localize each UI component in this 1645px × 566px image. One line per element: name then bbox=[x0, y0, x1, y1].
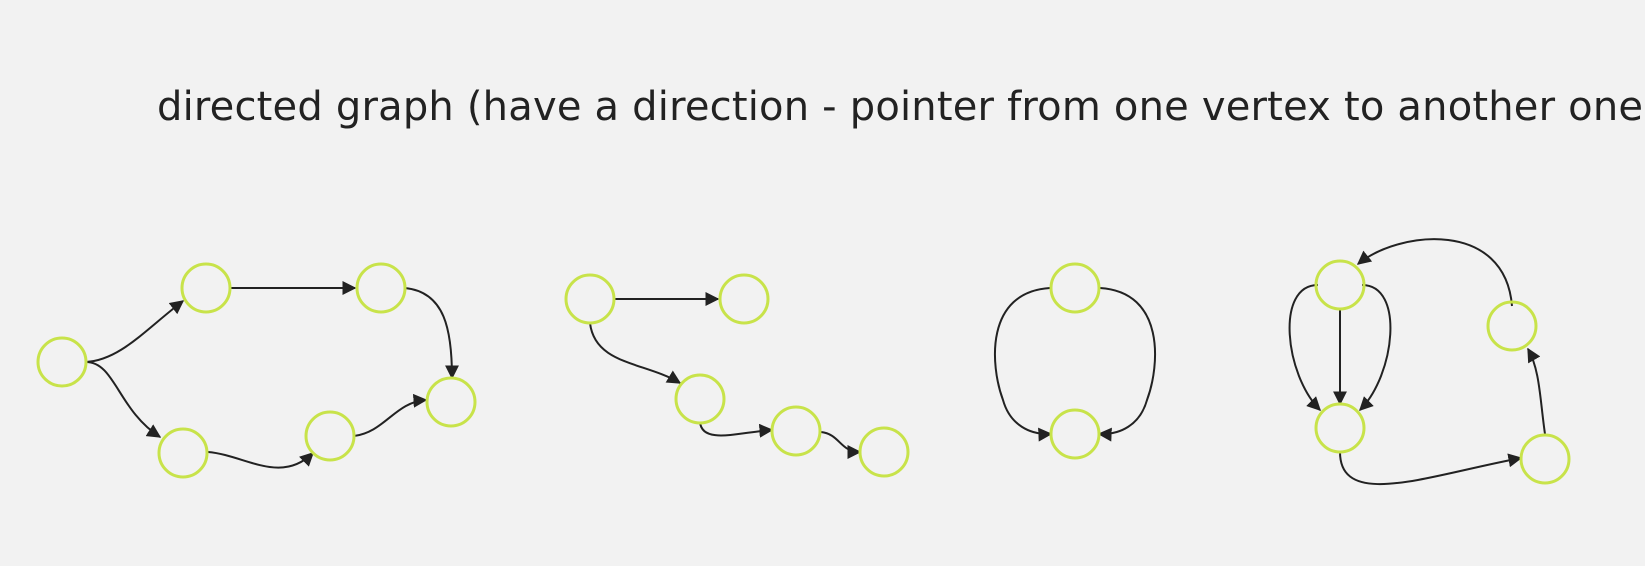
edge bbox=[85, 300, 185, 363]
vertex bbox=[1519, 433, 1571, 485]
edge bbox=[353, 393, 428, 437]
edge bbox=[1527, 347, 1546, 435]
edge bbox=[85, 361, 162, 438]
vertex bbox=[1049, 262, 1101, 314]
edge bbox=[1356, 238, 1513, 307]
vertex bbox=[674, 373, 726, 425]
edge bbox=[207, 451, 315, 469]
edge bbox=[1339, 451, 1523, 486]
graph-3 bbox=[993, 262, 1157, 460]
diagram-title: directed graph (have a direction - point… bbox=[157, 84, 1645, 130]
edge bbox=[1359, 284, 1392, 411]
vertex bbox=[355, 262, 407, 314]
vertex bbox=[1049, 408, 1101, 460]
vertex bbox=[425, 376, 477, 428]
edge bbox=[699, 421, 774, 438]
graph-1 bbox=[36, 262, 477, 479]
vertex bbox=[180, 262, 232, 314]
vertex bbox=[1314, 402, 1366, 454]
vertex bbox=[718, 273, 770, 325]
graph-4 bbox=[1288, 238, 1571, 486]
edge bbox=[589, 322, 682, 384]
vertex bbox=[564, 273, 616, 325]
edge bbox=[993, 287, 1053, 442]
edge bbox=[1288, 284, 1321, 411]
vertex bbox=[157, 427, 209, 479]
vertex bbox=[304, 410, 356, 462]
vertex bbox=[36, 336, 88, 388]
edge bbox=[820, 431, 862, 459]
vertex bbox=[858, 426, 910, 478]
edge bbox=[1097, 287, 1157, 442]
edge bbox=[404, 287, 459, 380]
vertex bbox=[1486, 300, 1538, 352]
graph-2 bbox=[564, 273, 910, 478]
vertex bbox=[770, 405, 822, 457]
vertex bbox=[1314, 259, 1366, 311]
